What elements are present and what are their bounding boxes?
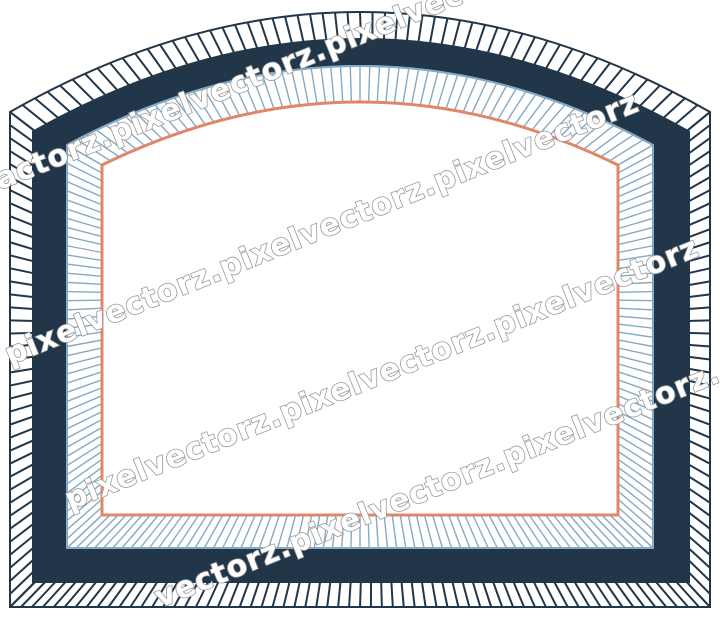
inner-frame-edge	[66, 65, 654, 549]
inner-orange-border-line	[100, 100, 620, 517]
